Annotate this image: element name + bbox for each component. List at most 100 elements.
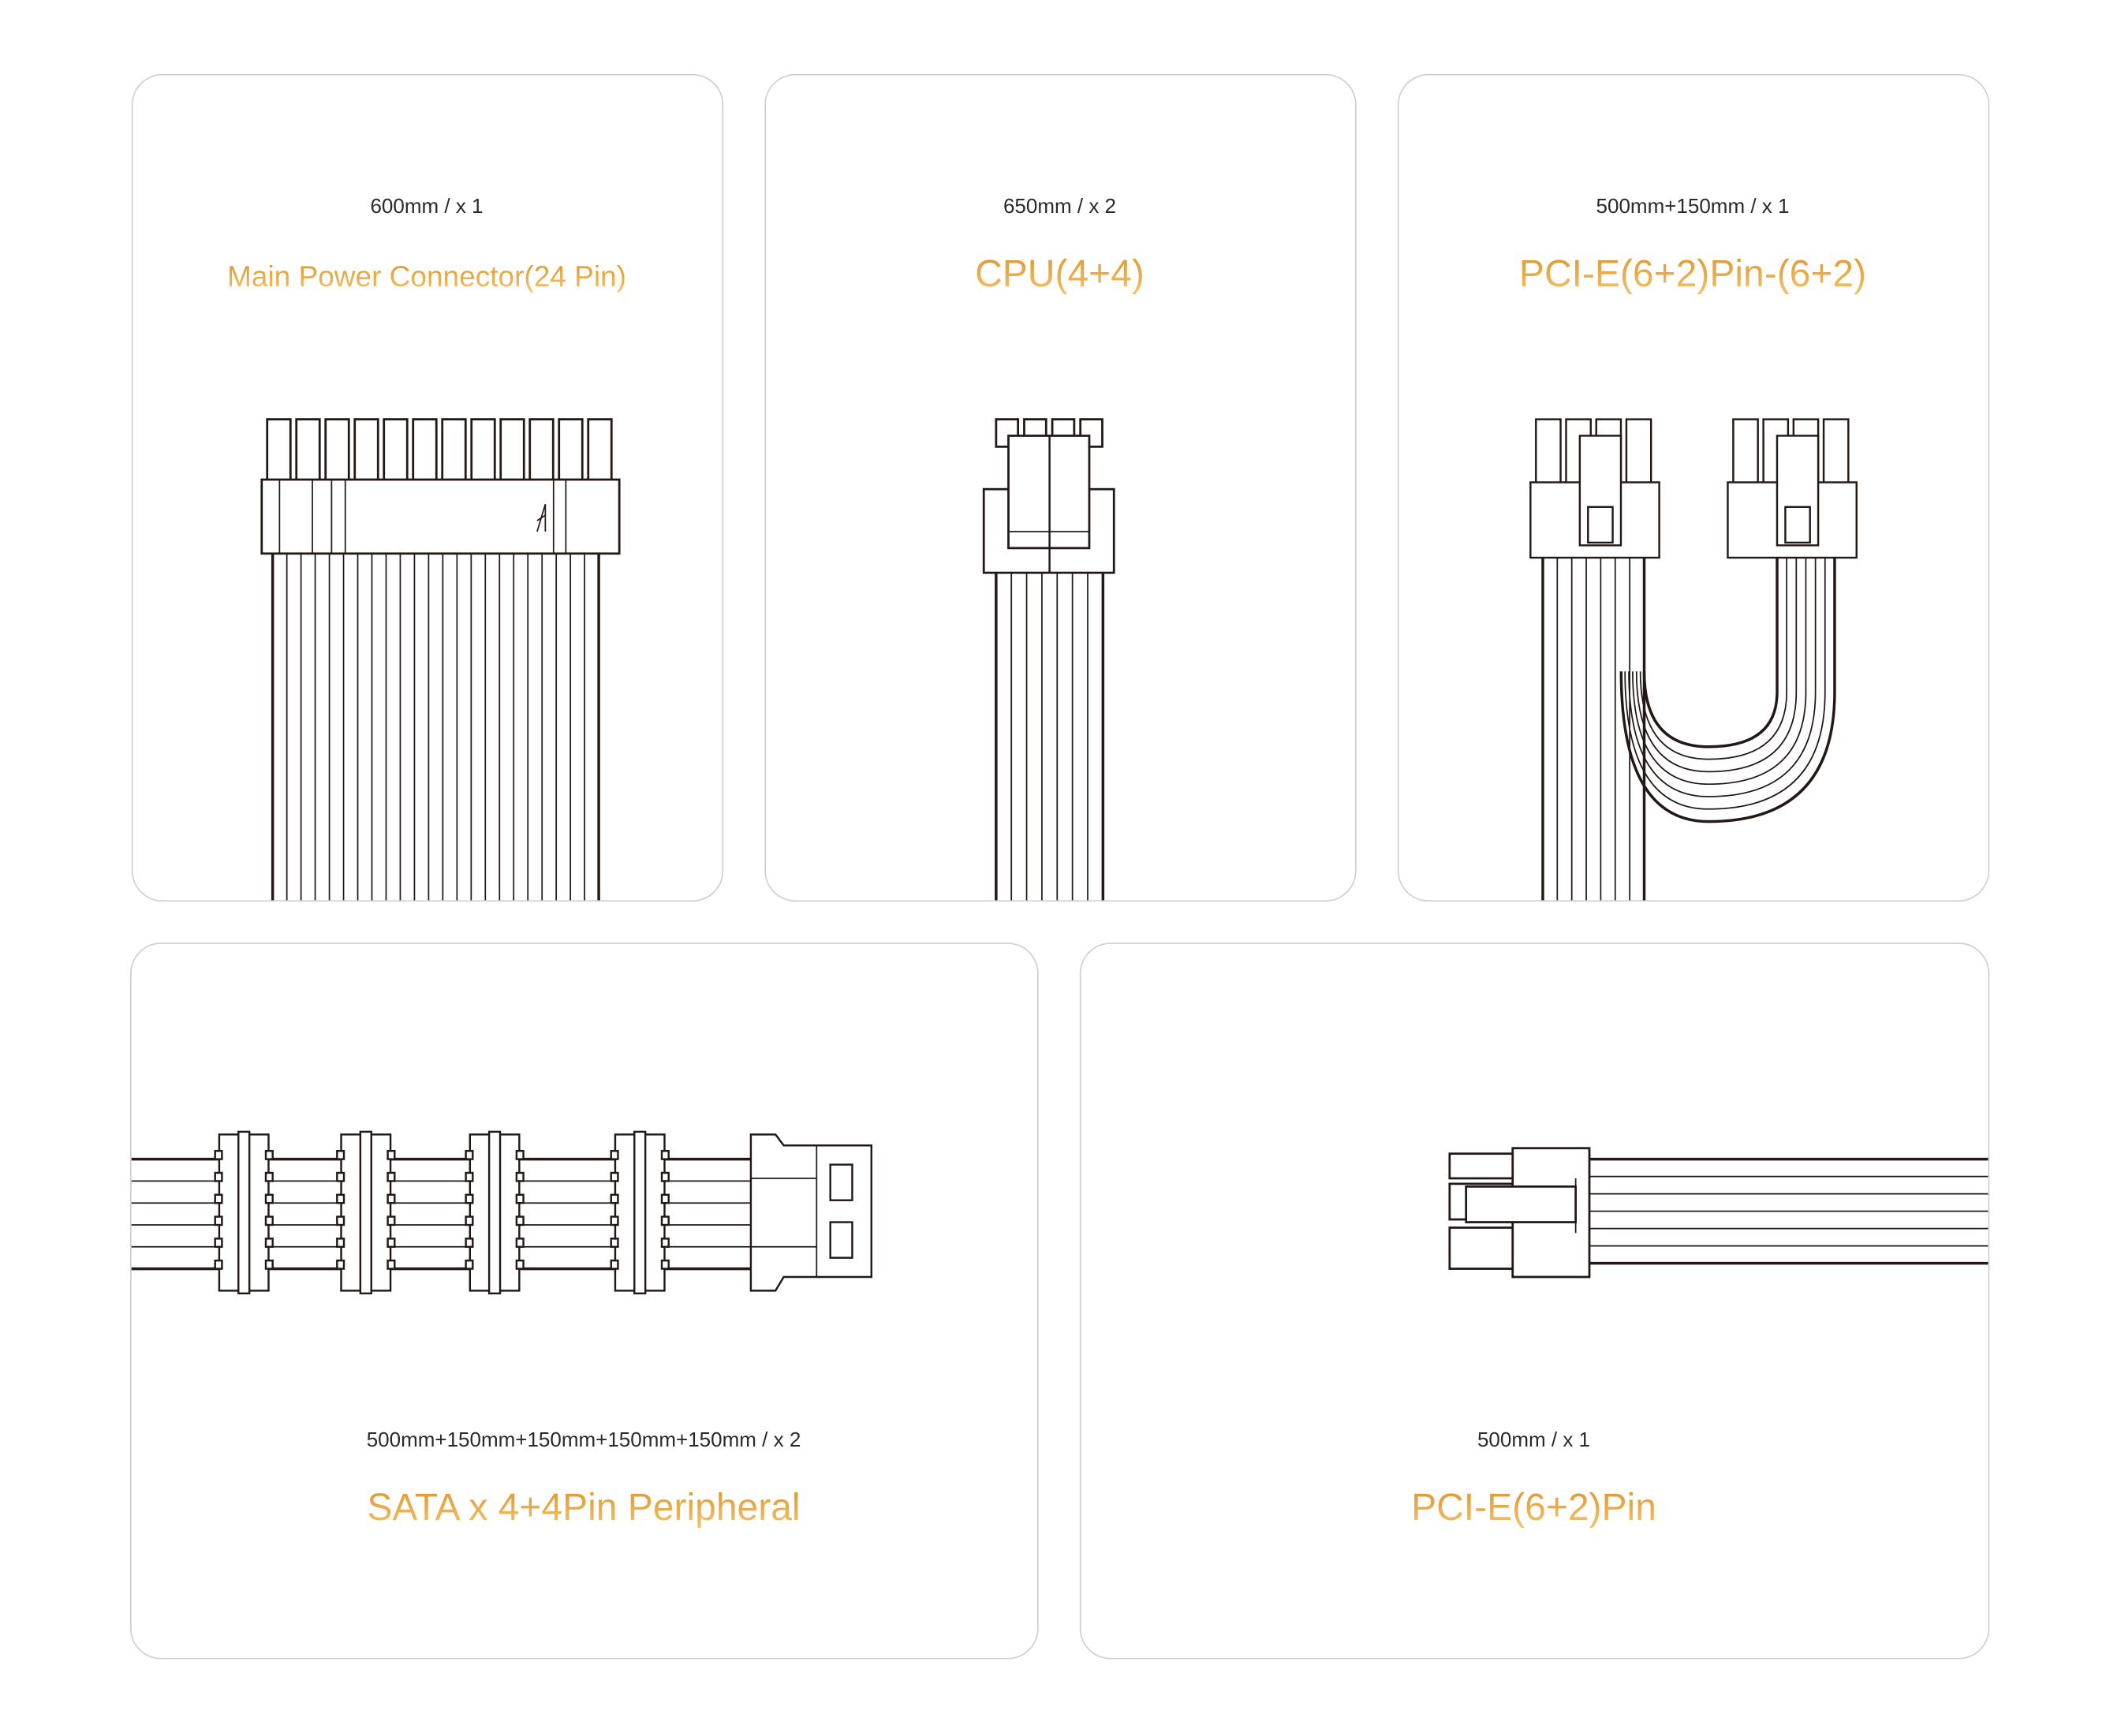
clip-tab [515,1259,525,1270]
pin [1535,418,1562,489]
pin [353,418,379,483]
pin [1625,418,1652,489]
clip-tab [264,1215,274,1226]
clip-tab [465,1238,474,1249]
line-mark [536,504,547,532]
pin [441,418,467,483]
latch-inner [1587,506,1614,544]
clip-tab [336,1171,345,1182]
pin [1822,418,1850,489]
clip-tab [214,1259,223,1270]
clip-tab [515,1149,525,1160]
pcie-single-spec: 500mm / x 1 [1477,1428,1591,1451]
pcie-dual-spec: 500mm+150mm / x 1 [1596,194,1790,218]
cable-loop [1624,558,1826,810]
clip-tab [515,1215,525,1226]
pcie-dual-title: PCI-E(6+2)Pin-(6+2) [1398,252,1988,296]
clip-tab [386,1193,396,1204]
clip-tab [214,1238,223,1249]
pin [587,418,613,483]
cable-loop [1635,558,1798,773]
clip-tab [386,1259,396,1270]
pin [412,418,438,483]
clip-tab [336,1215,345,1226]
main-power-spec: 600mm / x 1 [370,194,484,218]
cable-loop [1628,558,1817,797]
clip-tab [214,1193,223,1204]
molex-pin [829,1163,853,1201]
clip-tab [386,1149,396,1160]
clip-tab [610,1215,619,1226]
sata-title: SATA x 4+4Pin Peripheral [130,1486,1037,1529]
clip-tab [660,1149,670,1160]
pin [499,418,525,483]
clip-tab [336,1238,345,1249]
pcie-connector [1727,418,1858,559]
clip-tab [336,1149,345,1160]
clip-tab [264,1238,274,1249]
clip-tab [515,1238,525,1249]
sata-clip [336,1130,396,1295]
cpu-spec: 650mm / x 2 [1003,194,1117,218]
clip-tab [465,1171,474,1182]
clip-tab [610,1171,619,1182]
sata-clip [214,1130,274,1295]
pin [1448,1152,1517,1180]
clip-spine [487,1130,502,1295]
clip-tab [386,1238,396,1249]
connector-housing [260,478,621,555]
clip-tab [660,1215,670,1226]
clip-tab [610,1149,619,1160]
clip-tab [515,1193,525,1204]
sata-drawing [131,1130,872,1295]
pcie-dual-drawing [1529,418,1858,901]
pin [266,418,292,483]
clip-tab [264,1171,274,1182]
cable-loop [1619,558,1836,823]
clip-tab [264,1149,274,1160]
pin [1448,1226,1517,1270]
pcie-single-drawing [1448,1147,1988,1279]
pin [558,418,584,483]
latch [1465,1185,1578,1223]
latch-inner [1784,506,1811,544]
clip-tab [660,1171,670,1182]
clip-tab [336,1193,345,1204]
clip-tab [386,1215,396,1226]
clip-tab [610,1259,619,1270]
clip-tab [264,1259,274,1270]
clip-tab [336,1259,345,1270]
cable-loop [1639,558,1788,760]
card-pcie-dual [1397,73,1990,902]
clip-tab [660,1259,670,1270]
card-cpu [764,73,1357,902]
atx-24pin-drawing [260,418,621,901]
pin [295,418,321,483]
main-power-title: Main Power Connector(24 Pin) [132,260,722,293]
pin [324,418,350,483]
clip-tab [386,1171,396,1182]
clip-tab [660,1193,670,1204]
card-pcie-single [1079,943,1990,1659]
pin [1732,418,1759,489]
pin [470,418,496,483]
clip-tab [610,1238,619,1249]
sata-clip [465,1130,525,1295]
molex-pin [829,1221,853,1259]
clip-spine [633,1130,647,1295]
clip-spine [359,1130,372,1295]
clip-tab [214,1215,223,1226]
card-sata [130,943,1039,1659]
sata-clip [610,1130,670,1295]
clip-tab [465,1215,474,1226]
clip-tab [465,1149,474,1160]
pcie-connector [1529,418,1660,559]
card-main-power [131,73,724,902]
pin [528,418,555,483]
clip-tab [515,1171,525,1182]
latch [1578,435,1622,547]
sata-spec: 500mm+150mm+150mm+150mm+150mm / x 2 [366,1428,801,1451]
pcie-single-title: PCI-E(6+2)Pin [1080,1486,1988,1529]
cpu-title: CPU(4+4) [764,252,1355,296]
